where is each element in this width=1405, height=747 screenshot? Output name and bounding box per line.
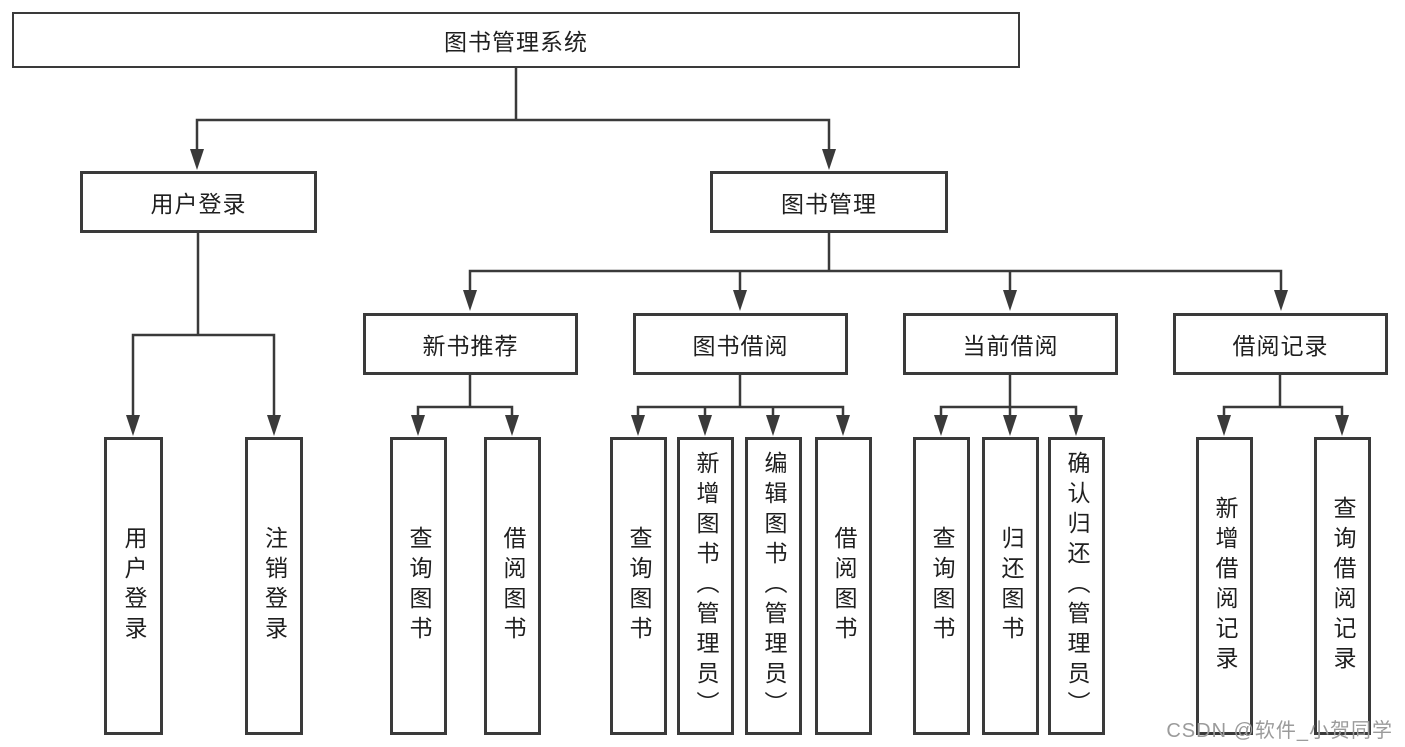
- node-leaf-return-book: 归还图书: [982, 437, 1039, 735]
- node-label: 借阅图书: [831, 526, 857, 646]
- node-label: 用户登录: [121, 526, 147, 646]
- node-label: 确认归还（管理员）: [1064, 451, 1090, 721]
- node-label: 图书管理系统: [444, 29, 588, 55]
- node-leaf-query-book-borrow: 查询图书: [610, 437, 667, 735]
- node-root-system: 图书管理系统: [12, 12, 1020, 68]
- node-label: 图书借阅: [692, 333, 789, 359]
- node-label: 查询图书: [929, 526, 955, 646]
- node-label: 归还图书: [998, 526, 1024, 646]
- node-label: 用户登录: [150, 191, 247, 217]
- node-label: 新书推荐: [422, 333, 519, 359]
- node-label: 借阅图书: [500, 526, 526, 646]
- node-leaf-query-borrow-record: 查询借阅记录: [1314, 437, 1371, 735]
- node-leaf-add-book-admin: 新增图书（管理员）: [677, 437, 734, 735]
- csdn-watermark: CSDN @软件_小贺同学: [1166, 720, 1393, 742]
- node-current-borrow: 当前借阅: [903, 313, 1118, 375]
- node-leaf-user-login: 用户登录: [104, 437, 163, 735]
- node-leaf-logout: 注销登录: [245, 437, 303, 735]
- node-label: 新增借阅记录: [1212, 496, 1238, 676]
- node-leaf-query-book-recommend: 查询图书: [390, 437, 447, 735]
- node-leaf-add-borrow-record: 新增借阅记录: [1196, 437, 1253, 735]
- node-leaf-borrow-book-recommend: 借阅图书: [484, 437, 541, 735]
- node-label: 新增图书（管理员）: [693, 451, 719, 721]
- node-label: 查询图书: [626, 526, 652, 646]
- node-label: 编辑图书（管理员）: [761, 451, 787, 721]
- node-label: 图书管理: [781, 191, 877, 217]
- node-book-borrow: 图书借阅: [633, 313, 848, 375]
- node-user-login: 用户登录: [80, 171, 317, 233]
- node-label: 查询借阅记录: [1330, 496, 1356, 676]
- node-book-management: 图书管理: [710, 171, 948, 233]
- node-new-book-recommend: 新书推荐: [363, 313, 578, 375]
- node-label: 当前借阅: [962, 333, 1059, 359]
- node-label: 借阅记录: [1232, 333, 1329, 359]
- node-label: 查询图书: [406, 526, 432, 646]
- node-borrow-record: 借阅记录: [1173, 313, 1388, 375]
- node-leaf-edit-book-admin: 编辑图书（管理员）: [745, 437, 802, 735]
- node-leaf-borrow-book: 借阅图书: [815, 437, 872, 735]
- arrowheads: [126, 149, 1349, 436]
- node-leaf-confirm-return-admin: 确认归还（管理员）: [1048, 437, 1105, 735]
- node-label: 注销登录: [261, 526, 288, 646]
- node-leaf-query-book-current: 查询图书: [913, 437, 970, 735]
